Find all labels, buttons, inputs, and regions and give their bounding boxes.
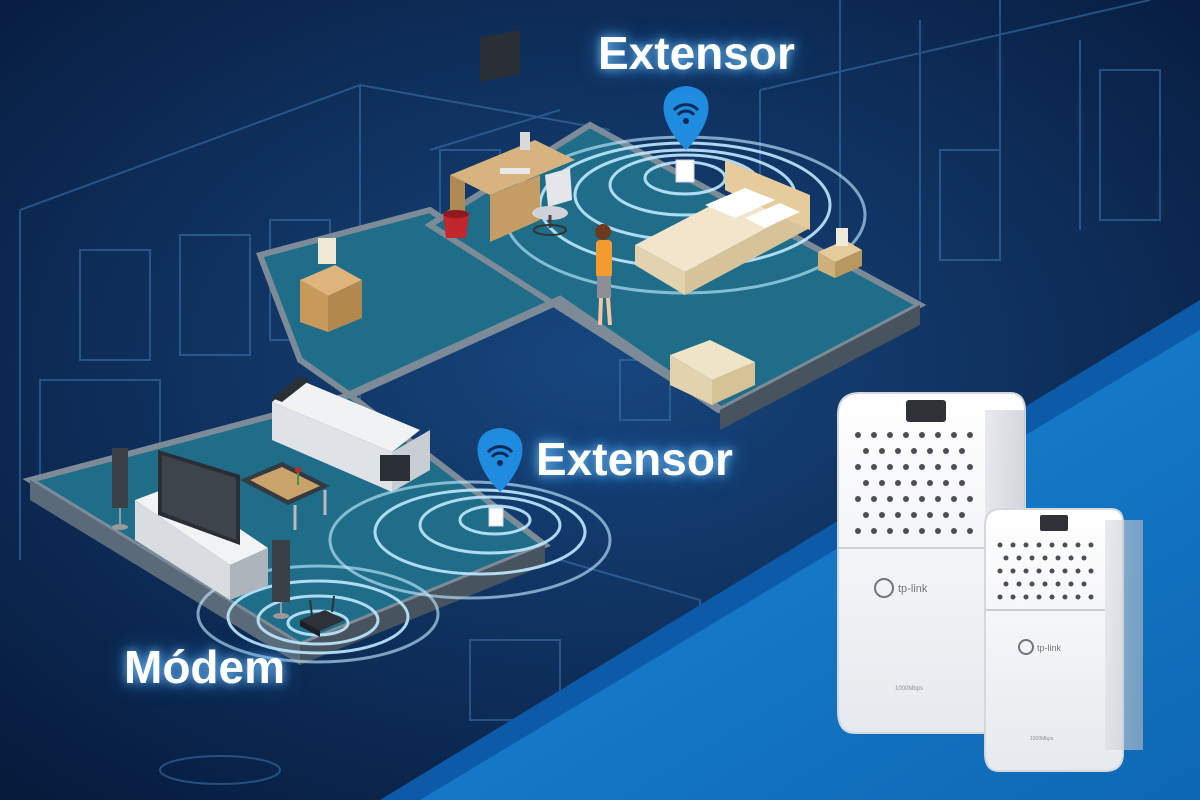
large-brand-text: tp-link bbox=[898, 583, 928, 595]
trash-bin bbox=[443, 210, 469, 238]
speaker-right bbox=[272, 540, 290, 619]
wifi-location-pin-icon bbox=[663, 86, 709, 150]
inner-wall bbox=[348, 295, 723, 414]
desk bbox=[450, 30, 575, 242]
modem-label: Módem bbox=[124, 641, 285, 693]
dresser bbox=[300, 238, 362, 332]
living-room-edge-left bbox=[30, 480, 300, 665]
television bbox=[158, 450, 240, 545]
signal-waves-modem bbox=[196, 564, 440, 664]
small-brand-text: tp-link bbox=[1037, 643, 1062, 653]
extender-label-top: Extensor bbox=[598, 27, 795, 79]
large-speed-text: 1000Mbps bbox=[895, 686, 923, 692]
tp-link-logo-icon bbox=[874, 578, 894, 598]
sofa bbox=[272, 376, 430, 492]
extender-label-mid: Extensor bbox=[536, 433, 733, 485]
modem-device bbox=[300, 595, 345, 637]
armchair bbox=[670, 340, 755, 405]
nightstand bbox=[818, 228, 862, 278]
signal-waves-mid bbox=[328, 480, 612, 600]
woman bbox=[595, 224, 612, 326]
speaker-left bbox=[112, 448, 128, 530]
wifi-location-pin-icon bbox=[477, 428, 523, 492]
small-speed-text: 1000Mbps bbox=[1030, 736, 1054, 742]
office-chair bbox=[532, 168, 572, 236]
coffee-table bbox=[240, 462, 330, 530]
bed bbox=[635, 160, 810, 295]
small-powerline-adapter: tp-link 1000Mbps bbox=[984, 508, 1143, 772]
extender-device-top bbox=[675, 159, 695, 183]
extender-device-mid bbox=[488, 507, 504, 527]
bedroom-edge bbox=[720, 305, 920, 430]
tp-link-logo-icon bbox=[1018, 639, 1034, 655]
